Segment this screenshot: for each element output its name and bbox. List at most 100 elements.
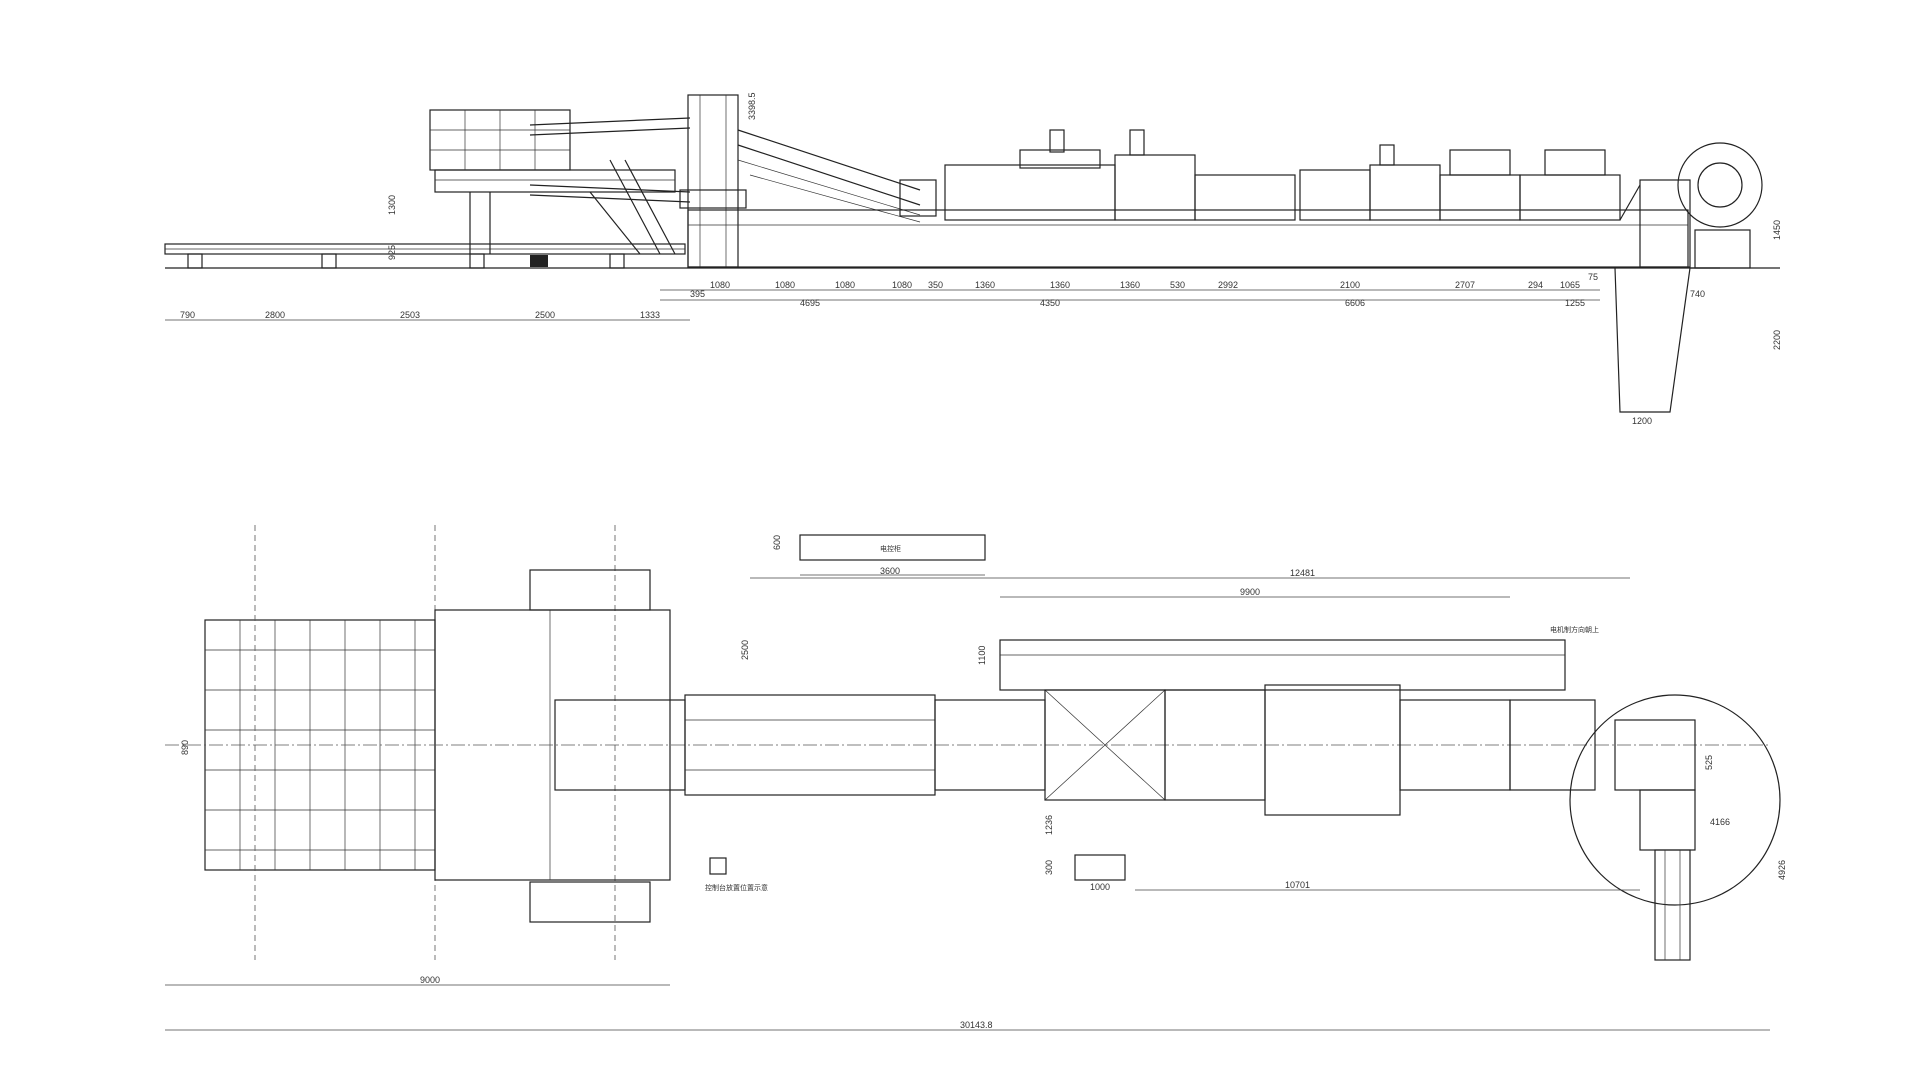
dim-label: 1236	[1044, 815, 1054, 835]
entry-ramp	[1619, 184, 1641, 221]
console-marker	[709, 857, 727, 875]
dim-label: 1080	[775, 280, 795, 290]
leveler-unit	[944, 164, 1116, 221]
runout-leg	[321, 253, 337, 269]
incline-conveyor	[737, 144, 921, 206]
dim-label: 2503	[400, 310, 420, 320]
leveler-cylinder	[1049, 129, 1065, 153]
straightener-unit	[1439, 174, 1521, 221]
dim-label: 1065	[1560, 280, 1580, 290]
dim-label: 1360	[1120, 280, 1140, 290]
feeder-unit	[1299, 169, 1371, 221]
runout-leg	[609, 253, 625, 269]
dim-label: 350	[928, 280, 943, 290]
plan-dim-chain: 600 3600 2500 12481 9900 1100 890 9000 1…	[165, 535, 1787, 1031]
uncoiler-mandrel	[1697, 162, 1743, 208]
coil-car-plan	[1639, 789, 1696, 851]
dim-label: 9900	[1240, 587, 1260, 597]
pinch-roll-unit	[1369, 164, 1441, 221]
incline-conveyor-line	[737, 159, 921, 216]
stacker-platform	[434, 169, 676, 193]
electrical-cabinet-box	[799, 534, 986, 561]
entry-top	[1544, 149, 1606, 176]
stacker-arm	[529, 127, 691, 136]
dim-label: 1200	[1632, 416, 1652, 426]
coil-rotation-circle	[1569, 694, 1781, 906]
stacker-arm	[529, 184, 691, 193]
dim-label: 395	[690, 289, 705, 299]
stacker-arm	[529, 117, 691, 126]
tower-crossbeam	[679, 189, 747, 209]
motor-note: 电机制方向朝上	[1550, 625, 1599, 634]
coil-car-track	[1654, 849, 1691, 961]
plan-view: 电控柜 控制台放置位置示意 电机制方向朝上 600 3600 2500 1248…	[165, 525, 1787, 1031]
uncoiler-base	[1694, 229, 1751, 269]
dim-label: 1360	[1050, 280, 1070, 290]
dim-label: 12481	[1290, 568, 1315, 578]
feeder-block	[1264, 684, 1401, 816]
side-elevation-view: 395 1080 1080 1080 1080 350 1360 1360 13…	[164, 92, 1782, 426]
entry-block	[1509, 699, 1596, 791]
control-desk	[1074, 854, 1126, 881]
dim-label: 530	[1170, 280, 1185, 290]
incline-conveyor-line	[749, 174, 921, 223]
cabinet-row	[999, 639, 1566, 691]
coil-pit	[1614, 267, 1691, 413]
tower-frame	[687, 94, 739, 268]
uncoiler-plan	[1614, 719, 1696, 791]
dim-label: 1255	[1565, 298, 1585, 308]
dim-label: 790	[180, 310, 195, 320]
dim-label: 740	[1690, 289, 1705, 299]
entry-guide	[1639, 179, 1691, 268]
dim-label: 2800	[265, 310, 285, 320]
dim-label: 4350	[1040, 298, 1060, 308]
runout-leg	[469, 253, 485, 269]
dim-label: 2500	[535, 310, 555, 320]
dim-label: 525	[1704, 755, 1714, 770]
console-label: 控制台放置位置示意	[705, 883, 768, 892]
dim-label: 925	[387, 245, 397, 260]
dim-label: 1333	[640, 310, 660, 320]
entry-unit	[1519, 174, 1621, 221]
uncoiler-coil	[1677, 142, 1763, 228]
dim-label: 10701	[1285, 880, 1310, 890]
incline-conveyor	[737, 129, 921, 191]
dim-label: 75	[1588, 272, 1598, 282]
dim-label: 890	[180, 740, 190, 755]
stairs-top	[529, 569, 651, 611]
shear-cylinder	[1129, 129, 1145, 156]
leveler-top	[1019, 149, 1101, 169]
slitter-unit	[1194, 174, 1296, 221]
dim-label: 4926	[1777, 860, 1787, 880]
dim-label: 4166	[1710, 817, 1730, 827]
stacker-strut	[589, 191, 641, 255]
dim-label: 1450	[1772, 220, 1782, 240]
dim-label: 2707	[1455, 280, 1475, 290]
dim-label: 3398.5	[747, 92, 757, 120]
electrical-cabinet-label: 电控柜	[880, 544, 901, 553]
dim-label: 9000	[420, 975, 440, 985]
stacker-arm	[529, 194, 691, 203]
dim-label: 2200	[1772, 330, 1782, 350]
dim-label: 1080	[835, 280, 855, 290]
control-box	[899, 179, 937, 217]
motor-block	[530, 255, 548, 267]
dim-label: 300	[1044, 860, 1054, 875]
dim-label: 1360	[975, 280, 995, 290]
runout-leg	[187, 253, 203, 269]
straightener-top	[1449, 149, 1511, 176]
dim-label: 3600	[880, 566, 900, 576]
stairs-bottom	[529, 881, 651, 923]
dim-label: 1080	[892, 280, 912, 290]
dim-label: 1080	[710, 280, 730, 290]
stairs-stringer	[609, 159, 661, 255]
dim-label: 2100	[1340, 280, 1360, 290]
stairs-stringer	[624, 159, 676, 255]
dim-label: 1100	[977, 646, 987, 665]
dim-label: 30143.8	[960, 1020, 993, 1030]
side-dim-chain: 395 1080 1080 1080 1080 350 1360 1360 13…	[165, 92, 1782, 426]
dim-label: 600	[772, 535, 782, 550]
dim-label: 1300	[387, 195, 397, 215]
dim-label: 6606	[1345, 298, 1365, 308]
